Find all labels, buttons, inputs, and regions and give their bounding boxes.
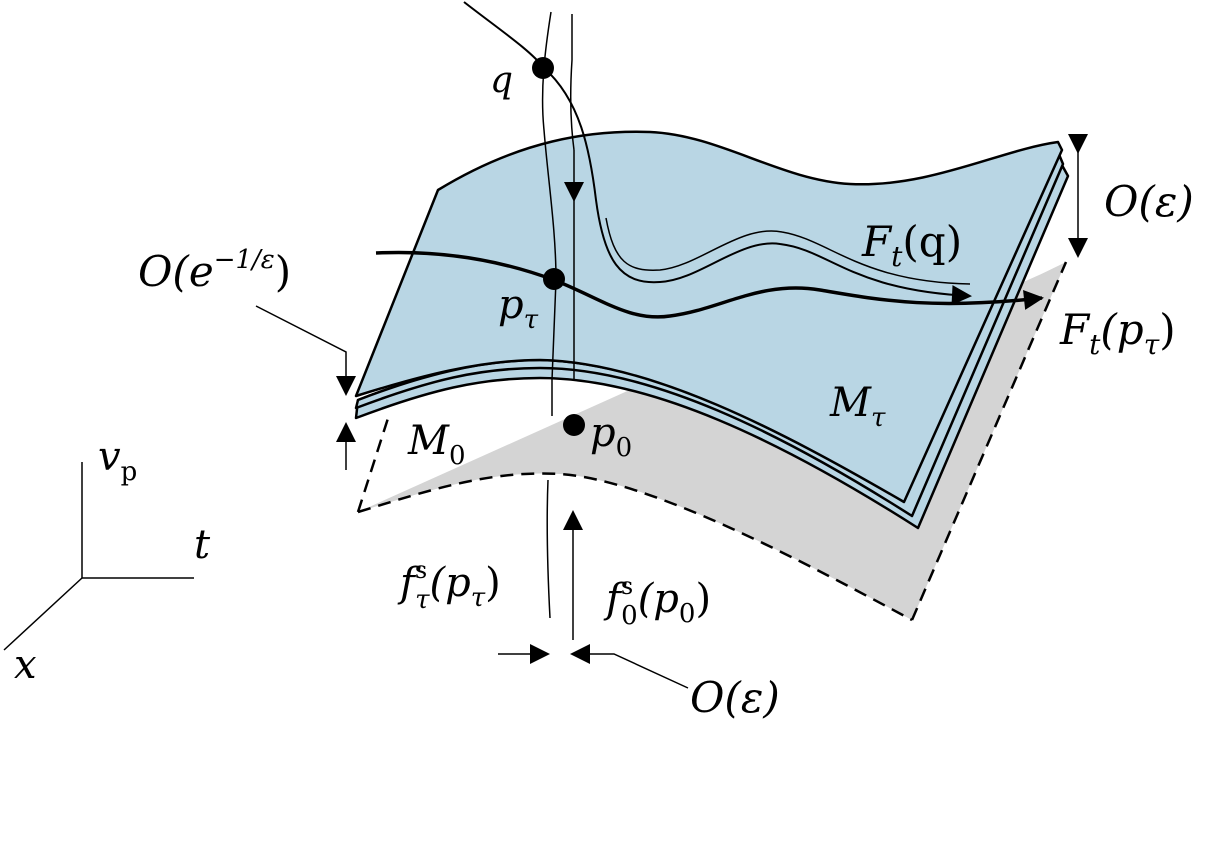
trajectory-q-inner: [605, 217, 971, 285]
o-exp-leader: [255, 305, 356, 396]
slow-manifold-M-tau: [354, 130, 1064, 504]
stable-fiber-0-line-top: [569, 14, 575, 151]
label-O-eps-right: O(ε): [1104, 177, 1194, 226]
label-M-tau: Mτ: [829, 380, 886, 433]
label-M0: M0: [407, 418, 466, 471]
label-Ft-p-tau: Ft(pτ): [1059, 305, 1176, 361]
label-O-exp: O(e−1/ε): [138, 245, 291, 296]
axis-x-line: [3, 577, 83, 651]
critical-manifold-left-edge: [356, 411, 392, 513]
label-p-tau: pτ: [498, 282, 539, 335]
axis-label-t: t: [194, 522, 211, 568]
label-q: q: [490, 60, 513, 101]
label-p0: p0: [590, 410, 632, 463]
point-q: [532, 57, 554, 79]
axis-label-x: x: [14, 642, 37, 688]
trajectory-p-tau: [375, 250, 1044, 319]
point-p0: [563, 414, 585, 436]
label-Ft-q: Ft(q): [861, 217, 962, 273]
point-p-tau: [543, 268, 565, 290]
stable-fiber-tau-lower: [546, 479, 551, 619]
label-O-eps-bottom: O(ε): [690, 673, 780, 722]
critical-manifold-right-edge: [910, 261, 1068, 621]
stable-fiber-tau-line: [541, 11, 557, 416]
o-eps-bottom-leader: [570, 644, 689, 689]
axis-label-vp: vp: [98, 434, 137, 487]
